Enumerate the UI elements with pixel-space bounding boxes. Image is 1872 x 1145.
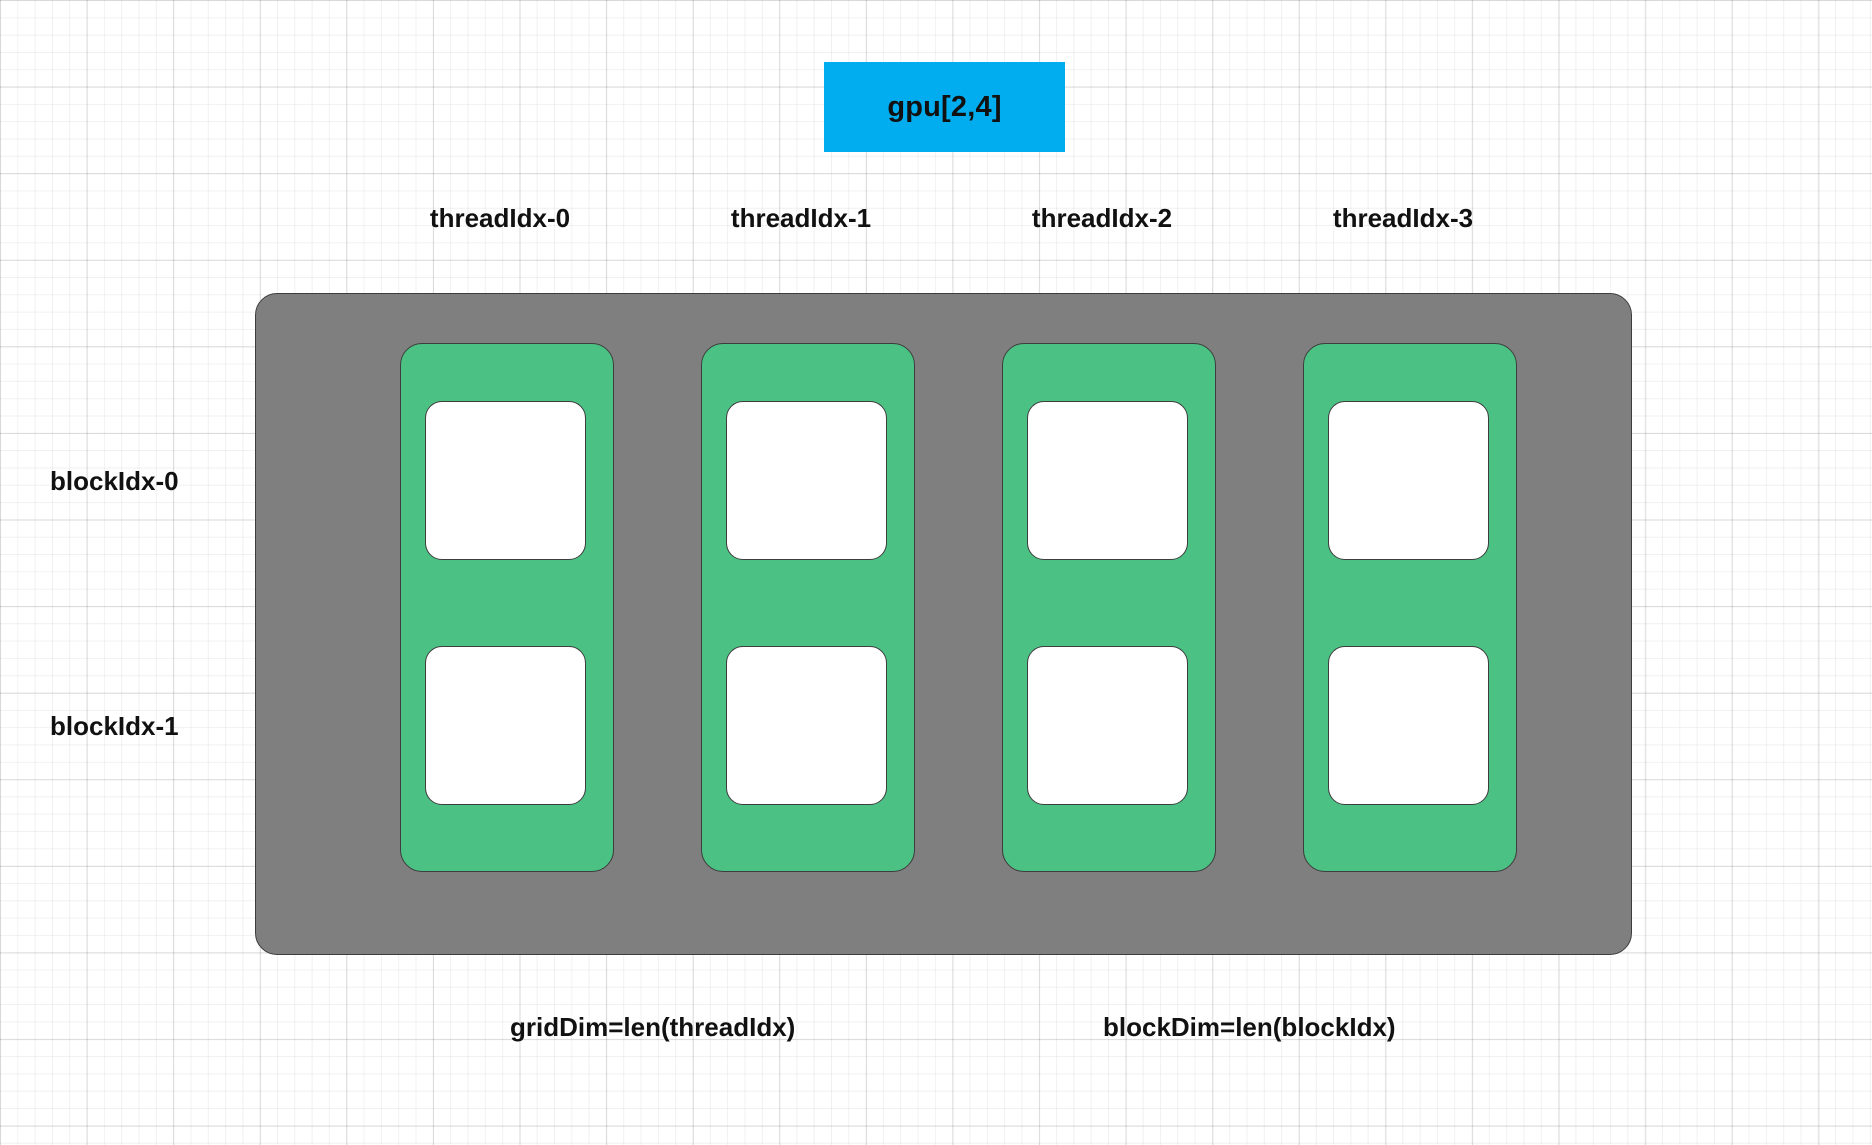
block-cell-t3-b1 — [1328, 646, 1489, 805]
gpu-grid-container — [255, 293, 1632, 955]
block-cell-t1-b0 — [726, 401, 887, 560]
gpu-title-chip: gpu[2,4] — [824, 62, 1065, 152]
thread-column-threadidx-1 — [701, 343, 915, 872]
caption-blockdim: blockDim=len(blockIdx) — [1103, 1012, 1396, 1042]
block-cell-t1-b1 — [726, 646, 887, 805]
gpu-title-label: gpu[2,4] — [887, 90, 1002, 123]
column-header-threadidx-0: threadIdx-0 — [429, 203, 571, 233]
thread-column-threadidx-3 — [1303, 343, 1517, 872]
block-cell-t2-b0 — [1027, 401, 1188, 560]
row-label-blockidx-0: blockIdx-0 — [50, 466, 179, 496]
column-header-threadidx-2: threadIdx-2 — [1031, 203, 1173, 233]
column-header-threadidx-3: threadIdx-3 — [1332, 203, 1474, 233]
block-cell-t2-b1 — [1027, 646, 1188, 805]
block-cell-t0-b0 — [425, 401, 586, 560]
column-header-threadidx-1: threadIdx-1 — [730, 203, 872, 233]
thread-column-threadidx-2 — [1002, 343, 1216, 872]
block-cell-t0-b1 — [425, 646, 586, 805]
block-cell-t3-b0 — [1328, 401, 1489, 560]
caption-griddim: gridDim=len(threadIdx) — [510, 1012, 796, 1042]
row-label-blockidx-1: blockIdx-1 — [50, 711, 179, 741]
thread-column-threadidx-0 — [400, 343, 614, 872]
